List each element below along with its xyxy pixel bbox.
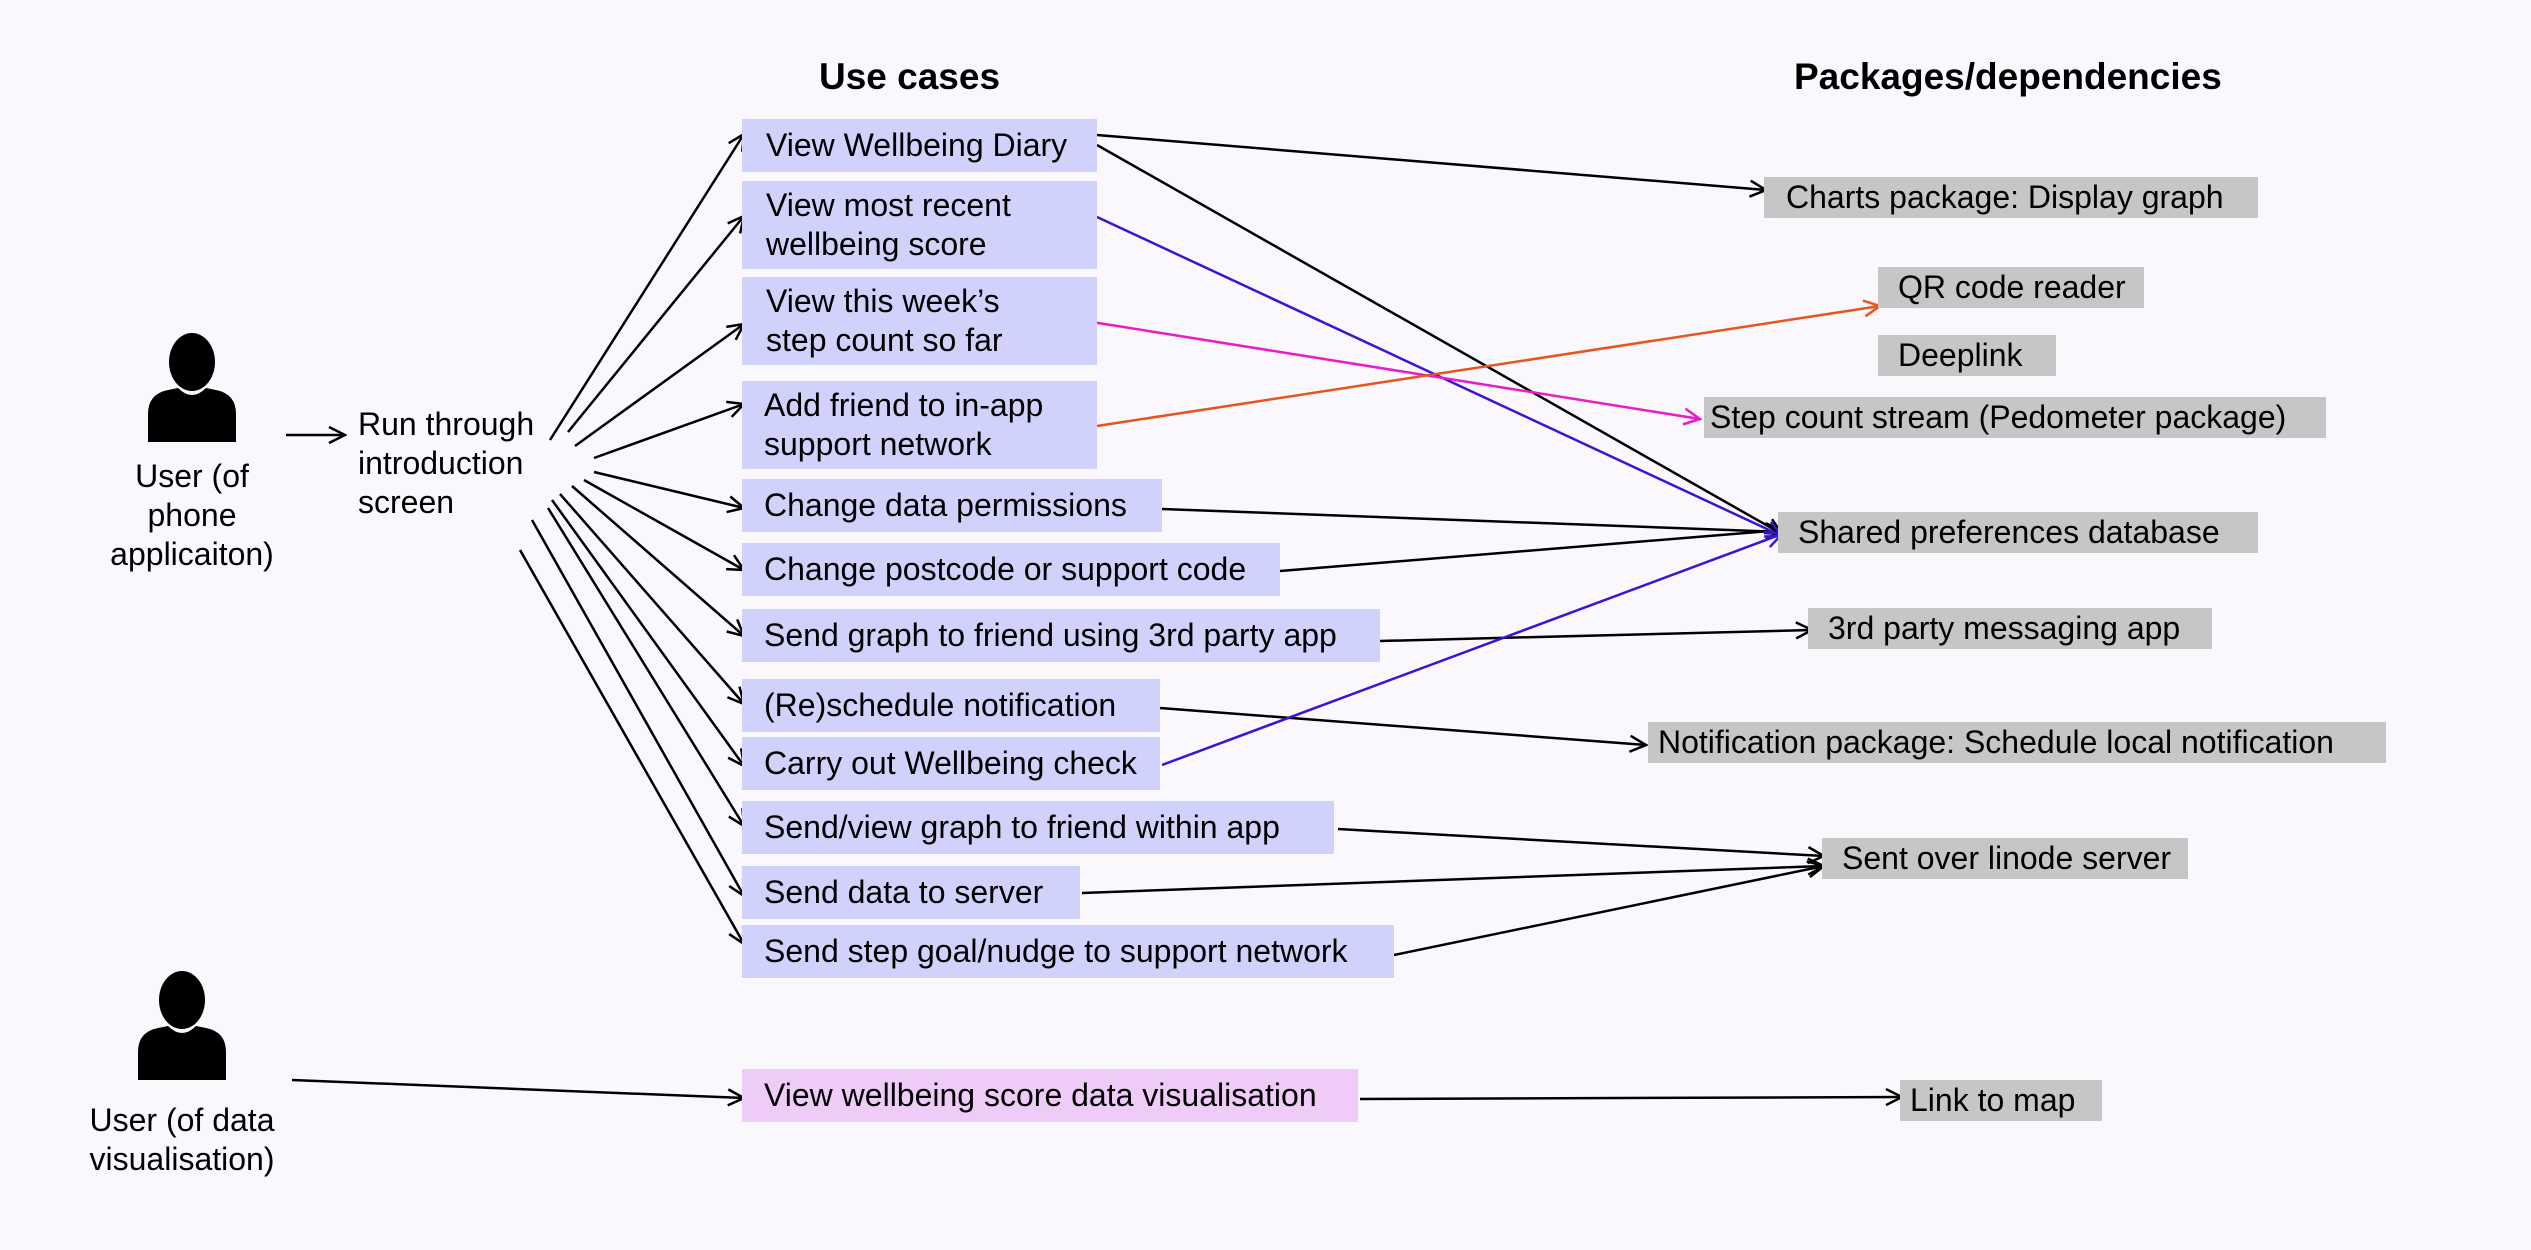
use-cases-heading: Use cases bbox=[819, 56, 1001, 97]
packages-heading: Packages/dependencies bbox=[1794, 56, 2222, 97]
arrow-vis-to-map bbox=[1359, 1097, 1902, 1099]
phone-user-label: User (of phone applicaiton) bbox=[110, 458, 274, 572]
arrow-intro-to-uc-5 bbox=[593, 470, 744, 508]
arrow-intro-to-uc-4 bbox=[593, 404, 744, 460]
use-case-send-data-to-server: Send data to server bbox=[742, 866, 1080, 919]
person-icon bbox=[138, 971, 226, 1080]
package-notification: Notification package: Schedule local not… bbox=[1648, 722, 2386, 763]
use-case-reschedule-notification: (Re)schedule notification bbox=[742, 679, 1160, 732]
arrow-intro-to-uc-1 bbox=[548, 134, 744, 441]
use-case-change-postcode: Change postcode or support code bbox=[742, 543, 1280, 596]
use-case-add-friend: Add friend to in-app support network bbox=[742, 381, 1097, 469]
package-link-to-map: Link to map bbox=[1900, 1080, 2102, 1121]
use-case-view-step-count: View this week’s step count so far bbox=[742, 277, 1097, 365]
arrow-notification-to-package bbox=[1159, 706, 1646, 745]
package-step-count-stream: Step count stream (Pedometer package) bbox=[1704, 397, 2326, 438]
arrow-addfriend-to-qr bbox=[1096, 306, 1880, 428]
arrow-3rdparty-to-messaging bbox=[1379, 630, 1812, 643]
arrow-stepcount-to-stream bbox=[1091, 320, 1700, 419]
use-case-view-wellbeing-diary: View Wellbeing Diary bbox=[742, 119, 1097, 172]
use-case-wellbeing-check: Carry out Wellbeing check bbox=[742, 737, 1160, 790]
arrow-nudge-to-linode bbox=[1393, 866, 1824, 957]
use-case-change-permissions: Change data permissions bbox=[742, 479, 1162, 532]
package-linode-server: Sent over linode server bbox=[1822, 838, 2188, 879]
use-case-view-data-visualisation: View wellbeing score data visualisation bbox=[742, 1069, 1358, 1122]
arrow-intro-to-uc-9 bbox=[550, 499, 744, 766]
arrow-intro-to-uc-11 bbox=[530, 519, 744, 896]
arrow-intro-to-uc-10 bbox=[546, 507, 744, 826]
use-case-send-graph-3rd-party: Send graph to friend using 3rd party app bbox=[742, 609, 1380, 662]
package-shared-preferences: Shared preferences database bbox=[1778, 512, 2258, 553]
arrow-diary-to-prefs bbox=[1096, 143, 1782, 534]
arrow-check-to-prefs bbox=[1161, 534, 1782, 767]
use-case-send-step-goal: Send step goal/nudge to support network bbox=[742, 925, 1394, 978]
arrow-postcode-to-prefs bbox=[1279, 530, 1782, 573]
arrow-intro-to-uc-8 bbox=[559, 493, 744, 704]
package-qr-reader: QR code reader bbox=[1878, 267, 2144, 308]
use-case-send-view-graph-in-app: Send/view graph to friend within app bbox=[742, 801, 1334, 854]
arrow-intro-to-uc-3 bbox=[574, 324, 744, 448]
package-3rd-party-messaging: 3rd party messaging app bbox=[1808, 608, 2212, 649]
intro-screen-label: Run through introduction screen bbox=[358, 406, 535, 520]
arrow-senddata-to-linode bbox=[1081, 866, 1824, 895]
package-charts: Charts package: Display graph bbox=[1764, 177, 2258, 218]
arrow-permissions-to-prefs bbox=[1161, 507, 1782, 532]
arrow-intro-to-uc-2 bbox=[567, 216, 744, 433]
package-deeplink: Deeplink bbox=[1878, 335, 2056, 376]
use-case-view-recent-score: View most recent wellbeing score bbox=[742, 181, 1097, 269]
arrow-sendview-to-linode bbox=[1337, 827, 1824, 856]
arrow-diary-to-charts bbox=[1096, 133, 1766, 190]
arrow-intro-to-uc-6 bbox=[583, 478, 744, 570]
vis-user-label: User (of data visualisation) bbox=[89, 1102, 275, 1177]
arrow-intro-to-uc-7 bbox=[571, 485, 744, 636]
person-icon bbox=[148, 333, 236, 442]
arrow-intro-to-uc-12 bbox=[518, 549, 744, 944]
arrow-visuser-to-vis bbox=[291, 1078, 744, 1098]
